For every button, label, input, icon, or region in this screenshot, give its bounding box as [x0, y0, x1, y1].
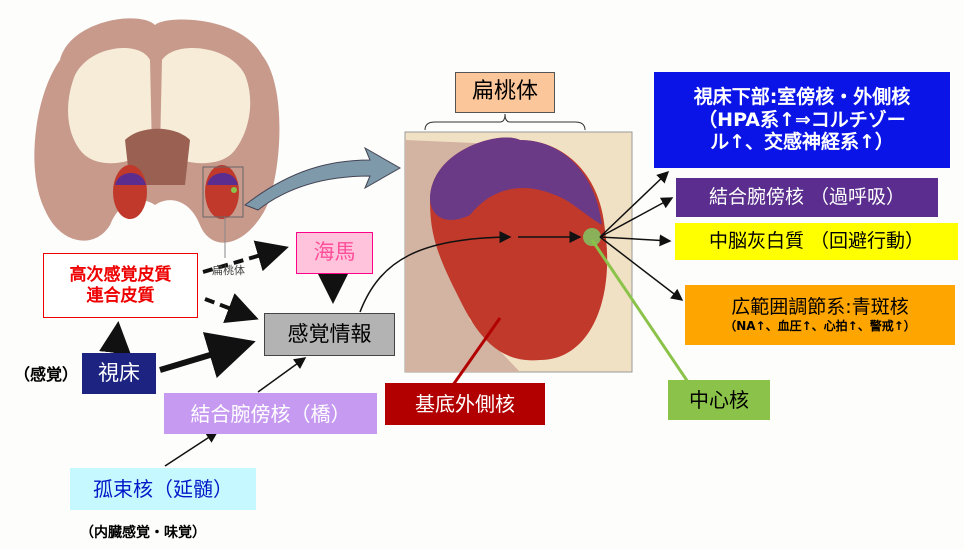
diffuse-modulatory-box: 広範囲調節系:青斑核 （NA↑、血圧↑、心拍↑、警戒↑） — [685, 285, 955, 345]
solitary-nucleus-box: 孤束核（延髄） — [70, 468, 256, 510]
cortex-box: 高次感覚皮質 連合皮質 — [43, 253, 198, 318]
central-nucleus-box: 中心核 — [668, 380, 770, 420]
pag-box: 中脳灰白質 （回避行動） — [675, 223, 958, 260]
sensory-info-box: 感覚情報 — [264, 313, 395, 356]
parabrachial-input-box: 結合腕傍核（橋） — [164, 393, 377, 434]
diffuse-line-2: （NA↑、血圧↑、心拍↑、警戒↑） — [724, 319, 916, 334]
parabrachial-output-box: 結合腕傍核 （過呼吸） — [676, 178, 938, 217]
amygdala-closeup — [404, 131, 633, 373]
cortex-line-2: 連合皮質 — [86, 285, 155, 306]
brain-illustration — [34, 18, 280, 258]
hypothalamus-box: 視床下部:室傍核・外側核 （HPA系↑⇒コルチゾー ル↑、交感神経系↑） — [654, 72, 950, 168]
zoom-arrow — [243, 146, 402, 211]
hypothalamus-line-3: ル↑、交感神経系↑） — [710, 131, 894, 154]
brain-amygdala-label: 扁桃体 — [212, 264, 245, 277]
diffuse-line-1: 広範囲調節系:青斑核 — [731, 296, 909, 319]
sense-label: （感覚） — [14, 365, 79, 384]
amygdala-title: 扁桃体 — [455, 72, 555, 113]
basolateral-box: 基底外側核 — [385, 383, 545, 425]
amygdala-highlight-box — [202, 166, 244, 218]
visceral-label: （内臓感覚・味覚） — [80, 525, 206, 541]
cortex-line-1: 高次感覚皮質 — [69, 265, 172, 286]
hypothalamus-line-2: （HPA系↑⇒コルチゾー — [698, 108, 906, 131]
central-nucleus-region — [583, 228, 601, 246]
brace — [424, 113, 586, 131]
hypothalamus-line-1: 視床下部:室傍核・外側核 — [693, 85, 911, 108]
hippocampus-box: 海馬 — [296, 232, 373, 274]
thalamus-box: 視床 — [82, 353, 156, 394]
